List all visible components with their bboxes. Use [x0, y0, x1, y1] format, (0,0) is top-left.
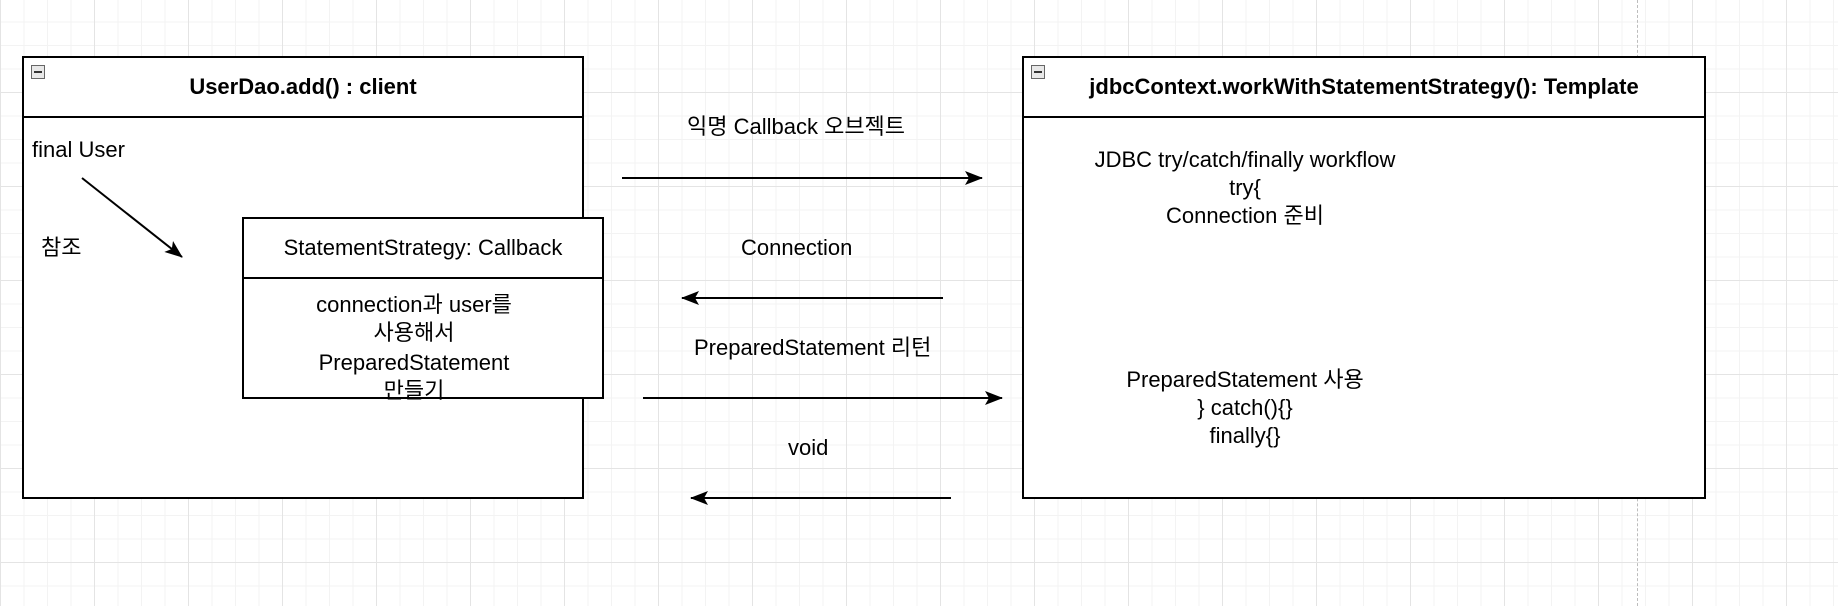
callback-body-line: 사용해서: [373, 320, 455, 345]
callback-box[interactable]: StatementStrategy: Callback connection과 …: [242, 217, 604, 403]
client-box-title: UserDao.add() : client: [24, 58, 582, 118]
template-use-line: PreparedStatement 사용: [1126, 367, 1364, 392]
callback-box-title: StatementStrategy: Callback: [244, 219, 602, 279]
prepared-return-label: PreparedStatement 리턴: [694, 335, 932, 360]
void-label: void: [788, 435, 829, 460]
callback-body-line: connection과 user를: [316, 292, 512, 317]
reference-arrow: [81, 177, 183, 258]
template-connection-line: Connection 준비: [1166, 203, 1324, 228]
callback-body-line: 만들기: [383, 378, 445, 403]
template-finally-line: finally{}: [1209, 423, 1281, 448]
connection-label: Connection: [741, 235, 853, 260]
collapse-icon[interactable]: [31, 65, 45, 79]
final-user-label: final User: [32, 137, 125, 162]
callback-body-line: PreparedStatement: [318, 350, 510, 375]
template-box-title: jdbcContext.workWithStatementStrategy():…: [1024, 58, 1704, 118]
reference-label: 참조: [41, 235, 82, 260]
template-workflow-line: JDBC try/catch/finally workflow: [1094, 147, 1396, 172]
template-box[interactable]: jdbcContext.workWithStatementStrategy():…: [1022, 56, 1706, 499]
template-try-line: try{: [1229, 175, 1261, 200]
anon-callback-label: 익명 Callback 오브젝트: [687, 114, 906, 139]
template-catch-line: } catch(){}: [1197, 395, 1293, 420]
collapse-icon[interactable]: [1031, 65, 1045, 79]
